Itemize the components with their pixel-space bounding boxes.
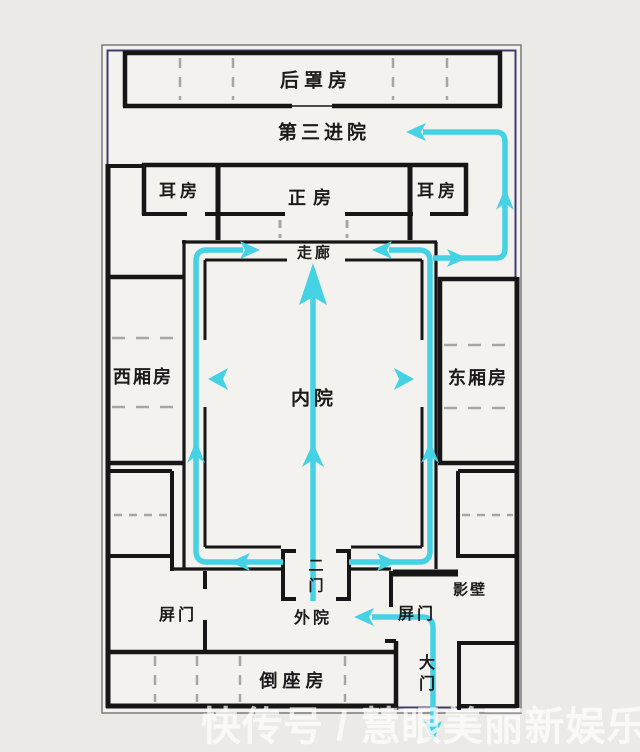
label-screen-door-right: 屏门 — [397, 606, 437, 623]
walls — [105, 50, 520, 710]
label-third-courtyard: 第三进院 — [277, 122, 371, 144]
label-outer-courtyard: 外院 — [293, 610, 333, 627]
label-second-gate: 二门 — [308, 557, 324, 595]
route-arrowheads — [187, 123, 514, 741]
label-rear-house: 后罩房 — [279, 70, 353, 92]
label-corridor: 走廊 — [296, 244, 334, 262]
label-ear-room-right: 耳房 — [417, 181, 459, 201]
label-east-wing: 东厢房 — [448, 368, 508, 388]
label-screen-door-left: 屏门 — [158, 607, 198, 624]
label-reversed-seat-house: 倒座房 — [259, 671, 329, 691]
label-screen-wall: 影壁 — [452, 581, 488, 599]
label-ear-room-left: 耳房 — [159, 181, 201, 201]
label-inner-courtyard: 内院 — [290, 388, 338, 410]
label-main-gate: 大门 — [418, 655, 436, 693]
label-west-wing: 西厢房 — [113, 367, 173, 387]
watermark-text: 快传号 / 慧眼美丽新娱乐 — [201, 705, 640, 749]
label-main-house: 正房 — [288, 188, 338, 208]
dashed-partitions — [112, 58, 513, 702]
